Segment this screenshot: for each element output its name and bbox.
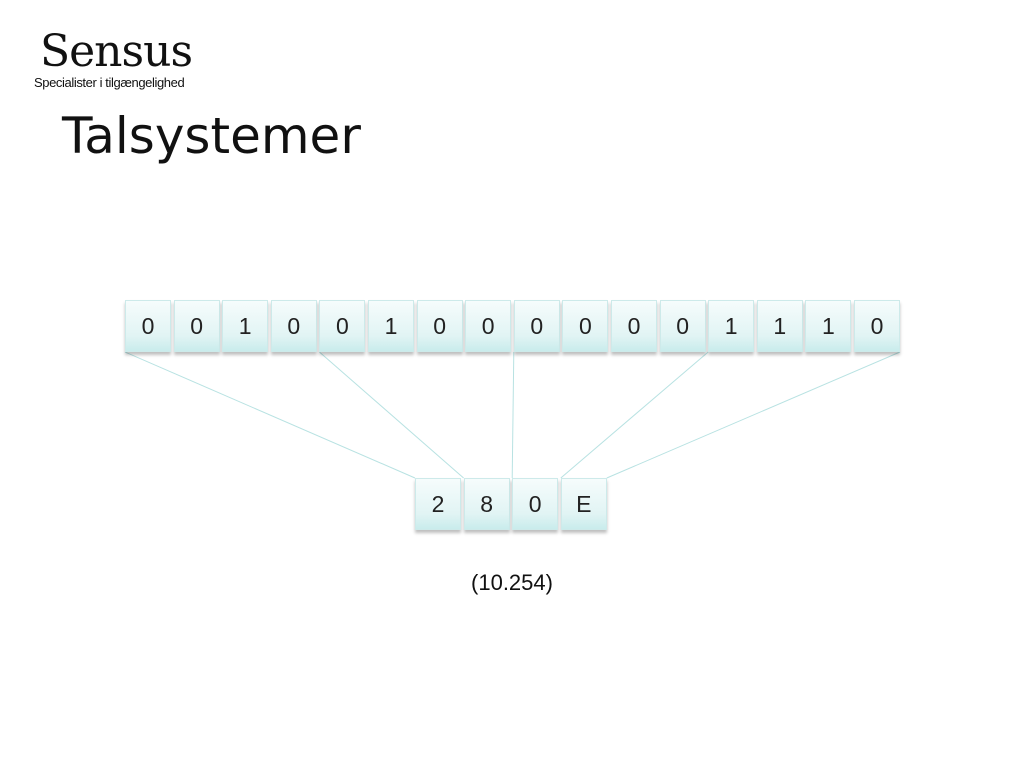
- nibble-connector-line: [124, 351, 416, 479]
- decimal-value: (10.254): [471, 570, 553, 595]
- logo-tagline: Specialister i tilgængelighed: [34, 75, 185, 90]
- binary-digit-cell: 0: [513, 300, 560, 352]
- binary-digit-cell: 0: [125, 300, 171, 352]
- slide-title: Talsystemer: [62, 107, 361, 165]
- binary-digit-cell: 0: [562, 300, 609, 352]
- binary-digit-cell: 1: [805, 300, 852, 352]
- nibble-connector-line: [606, 351, 901, 479]
- binary-digit-cell: 0: [465, 300, 512, 352]
- binary-digit-cell: 1: [222, 300, 269, 352]
- binary-digit-cell: 0: [611, 300, 657, 352]
- binary-digit-cell: 0: [854, 300, 900, 352]
- binary-digit-cell: 0: [659, 300, 706, 352]
- nibble-connector-line: [560, 351, 709, 479]
- hex-digit-cell: 2: [415, 478, 461, 530]
- nibble-connector-line: [511, 351, 515, 479]
- binary-digit-cell: 1: [756, 300, 803, 352]
- hex-digit-cell: 8: [463, 478, 510, 530]
- logo-name: Sensus: [40, 26, 193, 77]
- binary-digit-cell: 0: [416, 300, 463, 352]
- nibble-connector-line: [319, 351, 464, 479]
- hex-digit-cell: 0: [512, 478, 559, 530]
- binary-digit-cell: 0: [173, 300, 220, 352]
- binary-digit-cell: 0: [270, 300, 317, 352]
- hex-digit-cell: E: [560, 478, 607, 530]
- binary-digit-cell: 1: [708, 300, 755, 352]
- binary-digit-cell: 0: [319, 300, 366, 352]
- binary-digit-cell: 1: [368, 300, 414, 352]
